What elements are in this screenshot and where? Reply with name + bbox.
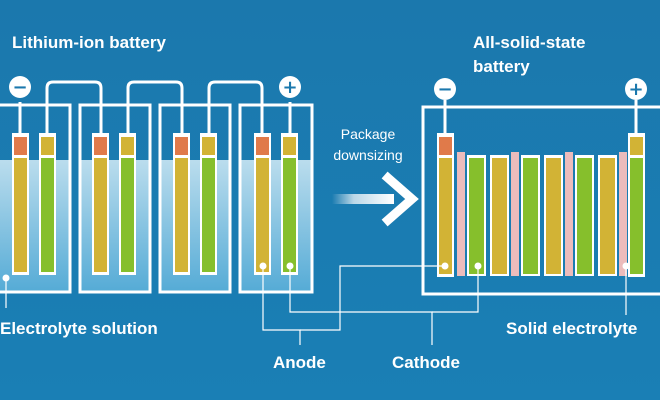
- package-downsizing-arrow: Package downsizing: [332, 126, 419, 227]
- li-plus-terminal: +: [279, 76, 301, 98]
- anode-label: Anode: [273, 353, 326, 372]
- solid-state-title-line2: battery: [473, 57, 530, 76]
- minus-icon: −: [437, 79, 452, 100]
- callout-markers: [2, 262, 630, 282]
- plus-icon: +: [628, 79, 643, 100]
- solid-battery-frame: [421, 105, 660, 296]
- solid-end-electrode-left: [437, 133, 454, 277]
- minus-icon: −: [12, 77, 27, 98]
- solid-minus-terminal: −: [434, 78, 456, 100]
- callout-lines: [5, 265, 627, 345]
- li-minus-terminal: −: [9, 76, 31, 98]
- li-cell-2: [78, 103, 152, 294]
- electrolyte-solution-label: Electrolyte solution: [0, 319, 158, 338]
- cathode-label: Cathode: [392, 353, 460, 372]
- solid-state-title-line1: All-solid-state: [473, 33, 585, 52]
- lithium-ion-title: Lithium-ion battery: [12, 33, 166, 52]
- solid-electrolyte-label: Solid electrolyte: [506, 319, 637, 338]
- li-cell-4: [238, 103, 314, 294]
- solid-plus-terminal: +: [625, 78, 647, 100]
- li-cell-1: [0, 103, 72, 294]
- arrow-label-line2: downsizing: [333, 147, 402, 163]
- lithium-ion-battery: − + Lithium-ion battery: [0, 33, 314, 294]
- arrow-label-line1: Package: [341, 126, 396, 142]
- plus-icon: +: [282, 77, 297, 98]
- arrow-right-icon: [381, 171, 419, 227]
- li-cell-3: [158, 103, 232, 294]
- all-solid-state-battery: − + All-solid-state battery: [421, 33, 660, 296]
- solid-stack: [457, 152, 627, 276]
- solid-end-electrode-right: [628, 133, 645, 277]
- li-electrodes: [12, 133, 298, 275]
